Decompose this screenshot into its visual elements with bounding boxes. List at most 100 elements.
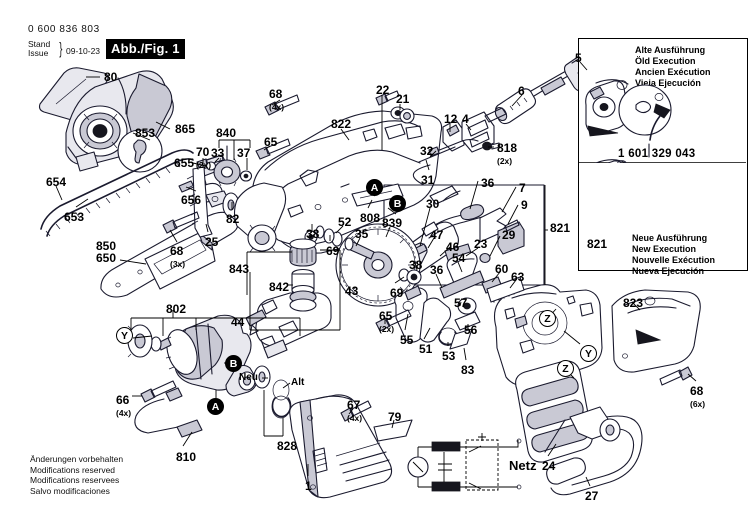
callout-number: 7 xyxy=(519,181,526,195)
callout-821: 821 xyxy=(550,222,570,234)
callout-number: 36 xyxy=(481,176,495,190)
callout-number: 32 xyxy=(420,144,434,158)
callout-843: 843 xyxy=(229,263,249,275)
callout-822: 822 xyxy=(331,118,351,130)
legend-new-fr: Nouvelle Exécution xyxy=(632,255,716,265)
callout-number: 853 xyxy=(135,126,156,140)
callout-808: 808 xyxy=(360,212,380,224)
wiring-schematic xyxy=(407,433,522,492)
callout-21: 21 xyxy=(396,93,409,105)
callout-quantity: (4x) xyxy=(269,102,285,112)
callout-37: 37 xyxy=(237,147,250,159)
callout-number: 828 xyxy=(277,439,298,453)
part-865-housing xyxy=(65,70,174,172)
callout-number: 31 xyxy=(421,173,435,187)
callout-1: 1 xyxy=(305,480,312,492)
callout-number: 38 xyxy=(306,227,320,241)
callout-6: 6 xyxy=(518,85,525,97)
part-6-cable-sleeve xyxy=(494,88,537,125)
callout-36: 36 xyxy=(481,177,494,189)
footer-de: Änderungen vorbehalten xyxy=(30,454,124,464)
stand-issue-label: Stand Issue xyxy=(28,40,50,58)
part-21-bushing xyxy=(390,106,415,124)
callout-number: 65 xyxy=(379,309,393,323)
callout-number: 650 xyxy=(96,251,117,265)
callout-79: 79 xyxy=(388,411,401,423)
callout-66: 66(4x) xyxy=(116,394,131,419)
callout-number: 842 xyxy=(269,280,290,294)
callout-number: 68 xyxy=(690,384,704,398)
callout-number: 38 xyxy=(409,258,423,272)
callout-7: 7 xyxy=(519,182,526,194)
callout-number: 51 xyxy=(419,342,433,356)
callout-quantity: (3x) xyxy=(170,259,186,269)
callout-52: 52 xyxy=(338,216,351,228)
callout-number: 30 xyxy=(426,197,440,211)
callout-number: 27 xyxy=(585,489,599,503)
callout-46: 46 xyxy=(446,241,459,253)
callout-number: 850 xyxy=(96,239,117,253)
callout-number: 808 xyxy=(360,211,381,225)
callout-number: 44 xyxy=(231,315,245,329)
ref-mark-B-upper: B xyxy=(389,195,406,212)
part-810-cable xyxy=(134,387,203,438)
callout-57: 57 xyxy=(454,297,467,309)
callout-number: 1 xyxy=(305,479,312,493)
callout-38: 38 xyxy=(409,259,422,271)
callout-number: 43 xyxy=(345,284,359,298)
callout-quantity: (2x) xyxy=(379,324,395,334)
legend-old-en: Öld Execution xyxy=(635,56,696,66)
callout-number: 66 xyxy=(116,393,130,407)
callout-quantity: (6x) xyxy=(690,399,706,409)
callout-number: 29 xyxy=(502,228,516,242)
brace-glyph: } xyxy=(59,39,63,58)
callout-number: 810 xyxy=(176,450,197,464)
callout-82: 82 xyxy=(226,213,239,225)
callout-4: 4 xyxy=(462,113,469,125)
legend-old-de: Alte Ausführung xyxy=(635,45,706,55)
callout-36: 36 xyxy=(430,264,443,276)
ref-mark-Y-motor: Y xyxy=(116,327,133,344)
footer-disclaimer: Änderungen vorbehalten Modifications res… xyxy=(30,454,123,496)
callout-68: 68(6x) xyxy=(690,385,705,410)
callout-55: 55 xyxy=(400,334,413,346)
callout-54: 54 xyxy=(452,252,465,264)
callout-38: 38 xyxy=(306,228,319,240)
callout-number: 80 xyxy=(104,70,118,84)
callout-24: 24 xyxy=(542,460,555,472)
callout-30: 30 xyxy=(426,198,439,210)
callout-68: 68(4x) xyxy=(269,88,284,113)
callout-number: 79 xyxy=(388,410,402,424)
stand-label: Stand xyxy=(28,39,51,49)
legend-new-text: Neue Ausführung New Execution Nouvelle E… xyxy=(632,233,715,277)
legend-old-fr: Ancien Exécution xyxy=(635,67,711,77)
callout-number: 36 xyxy=(430,263,444,277)
annotation-neu: Neu xyxy=(239,372,258,383)
legend-new-es: Nueva Ejecución xyxy=(632,266,705,276)
callout-33: 33 xyxy=(211,147,224,159)
part-24-cord-grip xyxy=(544,406,621,453)
callout-number: 68 xyxy=(269,87,283,101)
ref-mark-A-motor: A xyxy=(207,398,224,415)
callout-number: 69 xyxy=(326,244,340,258)
callout-number: 12 xyxy=(444,112,458,126)
part-80-cover xyxy=(38,67,109,122)
callout-650: 650 xyxy=(96,252,116,264)
callout-number: 46 xyxy=(446,240,460,254)
annotation-alt: Alt xyxy=(291,377,305,388)
oil-tank-body xyxy=(255,290,332,359)
callout-number: 802 xyxy=(166,302,187,316)
callout-number: 822 xyxy=(331,117,352,131)
callout-839: 839 xyxy=(382,217,402,229)
legend-new-callout-821: 821 xyxy=(587,237,608,251)
callout-60: 60 xyxy=(495,263,508,275)
callout-25: 25 xyxy=(205,236,218,248)
callout-number: 83 xyxy=(461,363,475,377)
callout-quantity: (2x) xyxy=(497,156,513,166)
callout-65: 65 xyxy=(264,136,277,148)
callout-number: 21 xyxy=(396,92,410,106)
part-68-screw-left xyxy=(162,211,200,234)
rear-handle-loop xyxy=(546,415,643,496)
callout-number: 67 xyxy=(347,398,361,412)
callout-quantity: (4x) xyxy=(347,413,363,423)
